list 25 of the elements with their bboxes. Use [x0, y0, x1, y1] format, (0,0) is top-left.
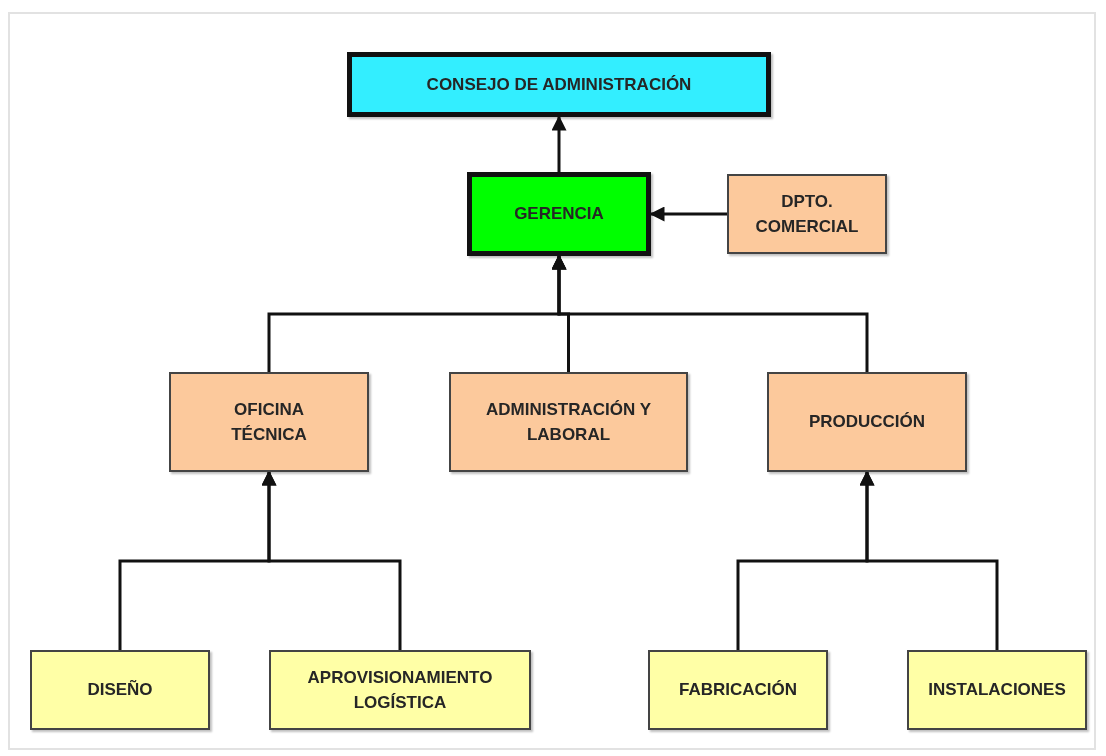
connector-arrow — [551, 115, 567, 172]
org-unit-box — [30, 650, 210, 730]
org-unit-box — [269, 650, 531, 730]
unit-name: ADMINISTRACIÓN Y LABORAL — [485, 398, 652, 446]
connector-arrow — [261, 470, 402, 650]
org-unit-box — [347, 52, 771, 117]
connector-arrow — [649, 206, 727, 222]
org-unit-box — [648, 650, 828, 730]
unit-name: INSTALACIONES — [928, 679, 1066, 702]
unit-name: OFICINA TÉCNICA — [230, 398, 308, 446]
unit-name: FABRICACIÓN — [678, 679, 798, 702]
unit-name: GERENCIA — [514, 203, 604, 226]
org-unit-box — [907, 650, 1087, 730]
unit-name: DPTO. COMERCIAL — [754, 190, 860, 238]
connector-arrow — [551, 254, 869, 372]
org-unit-box — [467, 172, 651, 256]
unit-name: APROVISIONAMIENTO LOGÍSTICA — [306, 666, 494, 714]
org-unit-box — [169, 372, 369, 472]
org-unit-box — [767, 372, 967, 472]
unit-name: CONSEJO DE ADMINISTRACIÓN — [426, 73, 692, 96]
connector-arrow — [859, 470, 999, 650]
unit-name: DISEÑO — [87, 679, 153, 702]
unit-name: PRODUCCIÓN — [808, 411, 926, 434]
org-unit-box — [449, 372, 688, 472]
org-unit-box — [727, 174, 887, 254]
